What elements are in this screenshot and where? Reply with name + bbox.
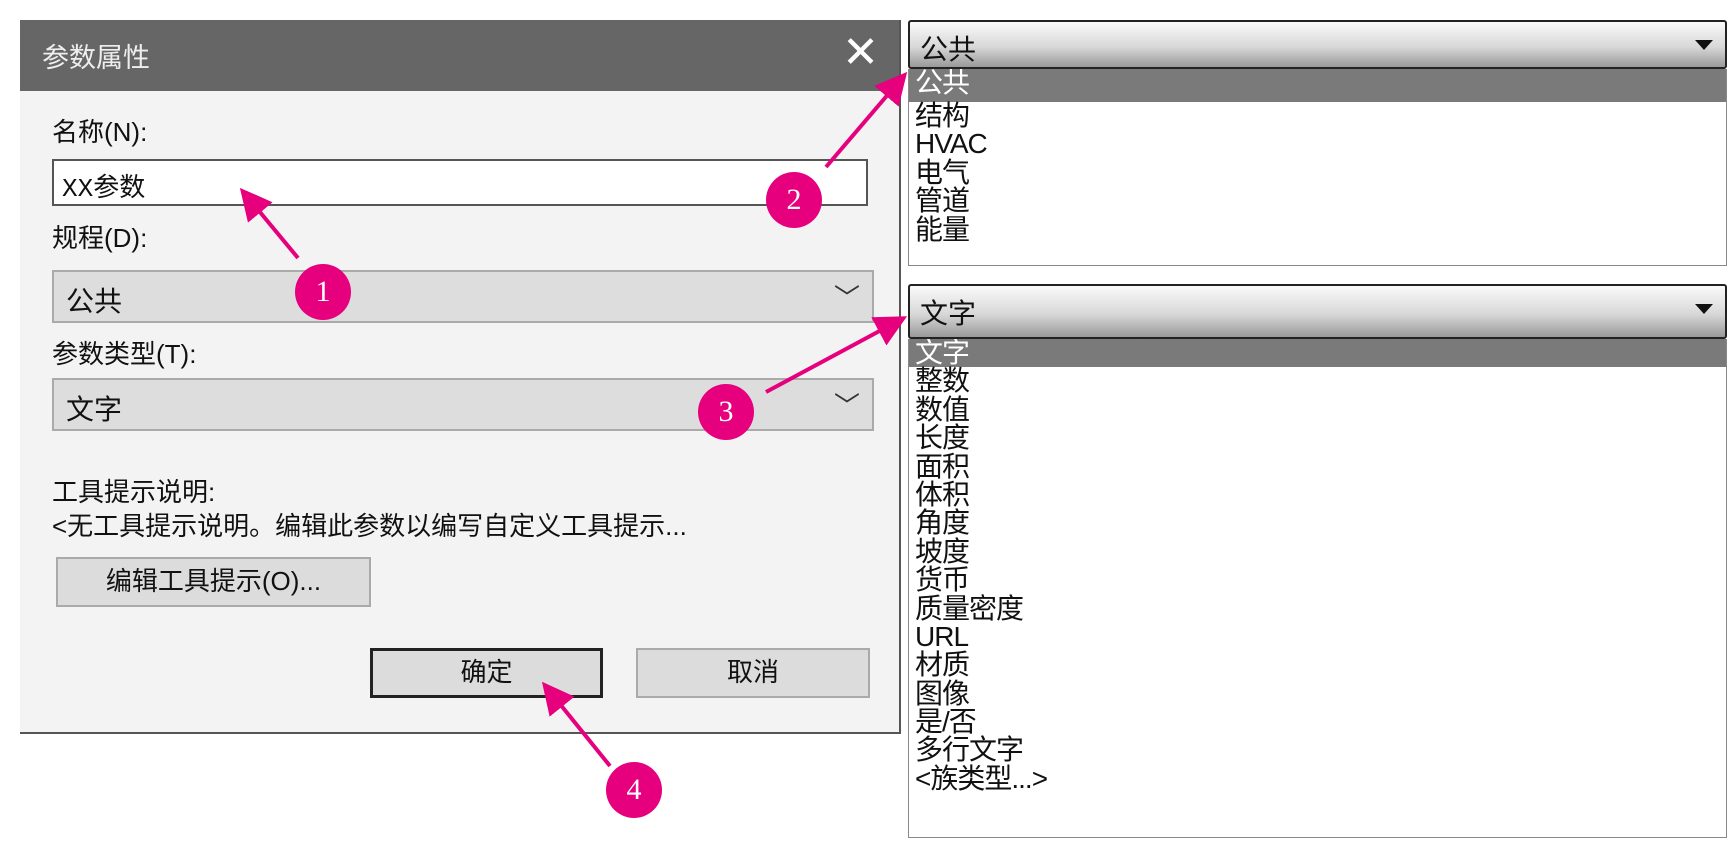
ok-button[interactable]: 确定 xyxy=(370,648,603,698)
dialog-title: 参数属性 xyxy=(42,43,150,73)
discipline-options-list: 公共 结构 HVAC 电气 管道 能量 xyxy=(908,69,1727,266)
type-dropdown-expanded: 文字 文字 整数 数值 长度 面积 体积 角度 坡度 货币 质量密度 URL 材… xyxy=(908,284,1727,838)
option-item[interactable]: 长度 xyxy=(915,422,970,454)
discipline-label: 规程(D): xyxy=(52,223,148,253)
option-item[interactable]: 是/否 xyxy=(915,706,977,738)
edit-tooltip-button[interactable]: 编辑工具提示(O)... xyxy=(56,557,371,607)
option-item[interactable]: 图像 xyxy=(915,677,970,709)
discipline-dropdown-selected: 公共 xyxy=(920,34,977,65)
dropdown-arrow-icon xyxy=(1695,304,1713,314)
discipline-select[interactable]: 公共 ﹀ xyxy=(52,270,874,323)
name-label: 名称(N): xyxy=(52,117,148,147)
discipline-dropdown-expanded: 公共 公共 结构 HVAC 电气 管道 能量 xyxy=(908,20,1727,266)
callout-3: 3 xyxy=(698,384,754,440)
option-item[interactable]: 电气 xyxy=(915,156,970,188)
discipline-dropdown-header[interactable]: 公共 xyxy=(908,20,1727,69)
type-label: 参数类型(T): xyxy=(52,339,197,369)
type-options-list: 文字 整数 数值 长度 面积 体积 角度 坡度 货币 质量密度 URL 材质 图… xyxy=(908,338,1727,838)
option-item[interactable]: 管道 xyxy=(915,185,970,217)
dropdown-arrow-icon xyxy=(1695,40,1713,50)
option-item[interactable]: <族类型...> xyxy=(915,762,1048,794)
option-item[interactable]: 材质 xyxy=(915,649,970,681)
option-item[interactable]: 数值 xyxy=(915,393,970,425)
option-item[interactable]: 体积 xyxy=(915,478,970,510)
cancel-button[interactable]: 取消 xyxy=(636,648,870,698)
discipline-value: 公共 xyxy=(66,286,123,317)
option-item[interactable]: 货币 xyxy=(915,564,970,596)
option-item[interactable]: 公共 xyxy=(909,69,1726,102)
type-value: 文字 xyxy=(66,394,123,425)
type-dropdown-selected: 文字 xyxy=(920,298,977,329)
option-item[interactable]: HVAC xyxy=(915,128,988,160)
option-item[interactable]: 坡度 xyxy=(915,535,970,567)
chevron-down-icon: ﹀ xyxy=(833,391,860,421)
close-icon[interactable]: ✕ xyxy=(842,28,879,77)
option-item[interactable]: 多行文字 xyxy=(915,734,1024,766)
parameter-properties-dialog: 参数属性 ✕ 名称(N): XX参数 规程(D): 公共 ﹀ 参数类型(T): … xyxy=(20,20,901,734)
name-input[interactable]: XX参数 xyxy=(52,159,868,206)
callout-2: 2 xyxy=(766,172,822,228)
option-item[interactable]: 能量 xyxy=(915,213,970,245)
option-item[interactable]: 文字 xyxy=(909,338,1726,368)
option-item[interactable]: 质量密度 xyxy=(915,592,1024,624)
type-dropdown-header[interactable]: 文字 xyxy=(908,284,1727,339)
option-item[interactable]: 角度 xyxy=(915,507,970,539)
callout-4: 4 xyxy=(606,762,662,818)
callout-1: 1 xyxy=(295,264,351,320)
chevron-down-icon: ﹀ xyxy=(833,283,860,313)
option-item[interactable]: 结构 xyxy=(915,100,970,131)
tooltip-text: <无工具提示说明。编辑此参数以编写自定义工具提示... xyxy=(52,511,687,541)
title-bar: 参数属性 ✕ xyxy=(20,20,899,91)
option-item[interactable]: 整数 xyxy=(915,365,970,397)
option-item[interactable]: 面积 xyxy=(915,450,970,482)
option-item[interactable]: URL xyxy=(915,620,969,652)
tooltip-label: 工具提示说明: xyxy=(52,477,216,507)
